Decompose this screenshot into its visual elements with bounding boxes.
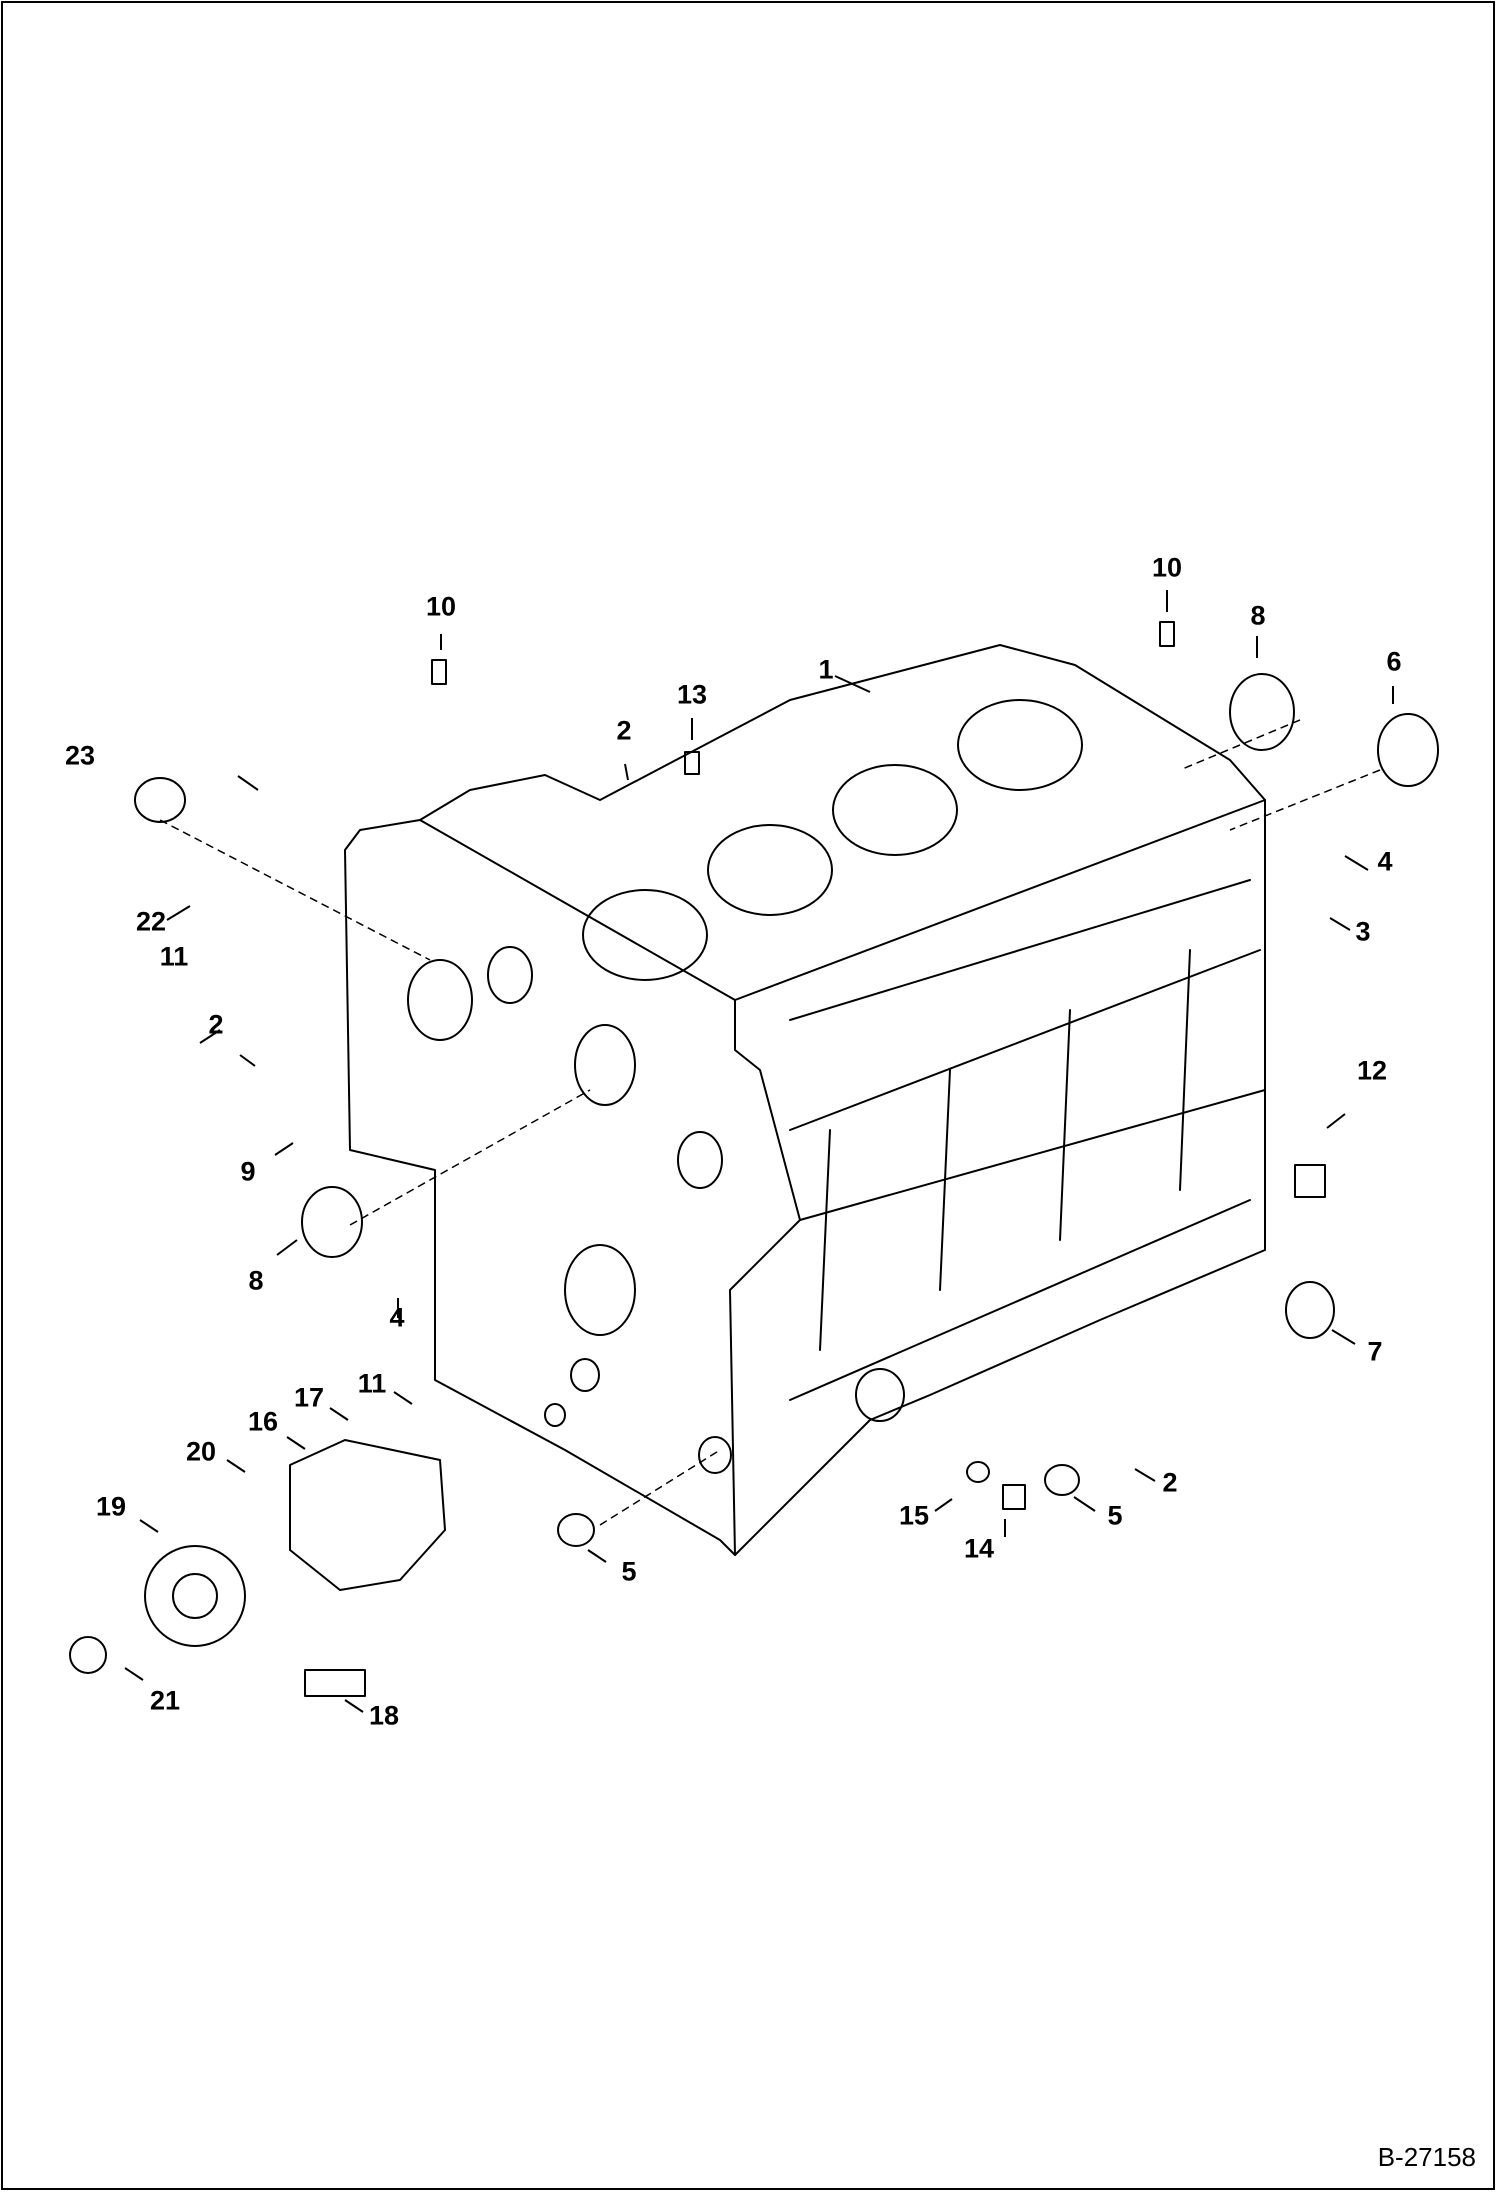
callout-4-left: 4 <box>389 1302 405 1333</box>
callout-22: 22 <box>135 906 167 937</box>
callout-23: 23 <box>64 740 96 771</box>
part-19 <box>144 1545 246 1647</box>
callout-2-top: 2 <box>616 715 632 746</box>
part-16-17 <box>289 1439 446 1591</box>
figure-id: B-27158 <box>1377 2142 1476 2172</box>
callout-14: 14 <box>963 1533 995 1564</box>
callout-20: 20 <box>185 1436 217 1467</box>
callout-12: 12 <box>1356 1055 1388 1086</box>
part-15 <box>966 1461 990 1483</box>
block-top-deck <box>419 799 1266 1001</box>
callout-2-bottom: 2 <box>1162 1467 1178 1498</box>
callout-11-left: 11 <box>159 941 189 972</box>
callout-16: 16 <box>247 1406 279 1437</box>
callout-8-top: 8 <box>1250 600 1266 631</box>
callout-8-left: 8 <box>248 1265 264 1296</box>
callout-9: 9 <box>240 1156 256 1187</box>
callout-6: 6 <box>1386 646 1402 677</box>
callout-10-left: 10 <box>425 591 457 622</box>
part-5-right <box>1044 1464 1080 1496</box>
part-8-top <box>1229 673 1295 751</box>
callout-1: 1 <box>818 654 834 685</box>
callout-5-right: 5 <box>1107 1500 1123 1531</box>
part-18 <box>304 1669 366 1697</box>
callout-18: 18 <box>368 1700 400 1731</box>
callout-4-right: 4 <box>1377 846 1393 877</box>
part-23 <box>134 777 186 823</box>
part-10-right <box>1159 621 1175 647</box>
part-5-left <box>557 1513 595 1547</box>
part-12 <box>1294 1164 1326 1198</box>
part-8-left <box>301 1186 363 1258</box>
callout-3: 3 <box>1355 916 1371 947</box>
cylinder-block <box>344 644 1266 1556</box>
part-13 <box>684 751 700 775</box>
callout-2-left: 2 <box>208 1009 224 1040</box>
callout-5-left: 5 <box>621 1556 637 1587</box>
callout-21: 21 <box>149 1685 181 1716</box>
callout-17: 17 <box>293 1382 325 1413</box>
part-10-left <box>431 659 447 685</box>
part-21 <box>69 1636 107 1674</box>
part-7 <box>1285 1281 1335 1339</box>
callout-11-bottom: 11 <box>357 1368 387 1399</box>
callout-15: 15 <box>898 1500 930 1531</box>
callout-10-right: 10 <box>1151 552 1183 583</box>
callout-7: 7 <box>1367 1336 1383 1367</box>
callout-13: 13 <box>676 679 708 710</box>
part-6 <box>1377 713 1439 787</box>
part-14 <box>1002 1484 1026 1510</box>
callout-19: 19 <box>95 1491 127 1522</box>
